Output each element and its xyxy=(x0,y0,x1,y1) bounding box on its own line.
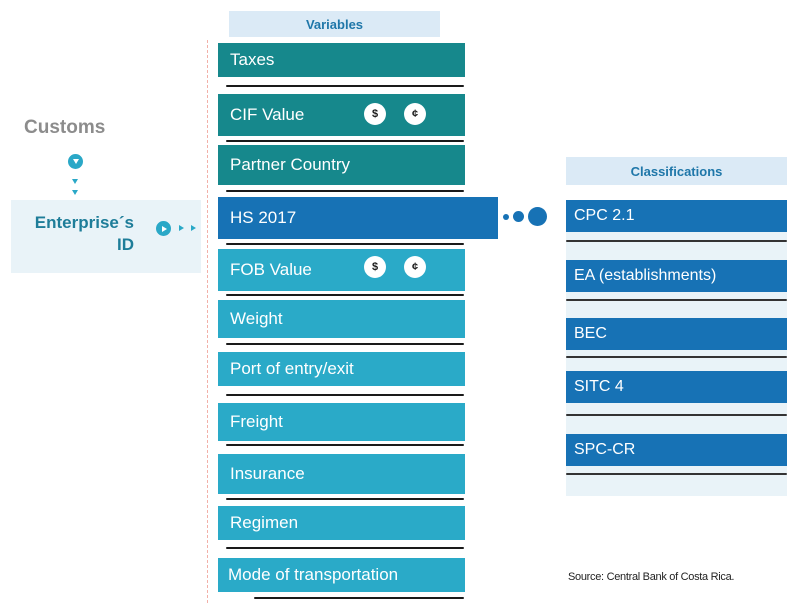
variables-header: Variables xyxy=(229,11,440,37)
arrow-head-icon xyxy=(179,225,184,231)
classification-spc-cr: SPC-CR xyxy=(566,434,787,466)
bar-shadow xyxy=(226,394,464,396)
down-arrow-icon xyxy=(68,154,83,169)
variable-label: Freight xyxy=(230,412,283,431)
variable-label: Weight xyxy=(230,309,283,328)
classification-bec: BEC xyxy=(566,318,787,350)
variable-label: Mode of transportation xyxy=(228,565,399,584)
variable-cif-value: CIF Value xyxy=(218,94,465,136)
connector-dot xyxy=(528,207,547,226)
bar-shadow xyxy=(226,343,464,345)
bar-shadow xyxy=(226,140,464,142)
enterprise-id-label: Enterprise´s ID xyxy=(16,212,134,256)
arrow-head-icon xyxy=(72,179,78,184)
bar-shadow xyxy=(226,444,464,446)
variable-fob-value: FOB Value xyxy=(218,249,465,291)
bar-shadow xyxy=(566,414,787,416)
classification-label: CPC 2.1 xyxy=(574,207,635,224)
dashed-separator xyxy=(207,40,208,603)
colon-currency-icon: ¢ xyxy=(404,256,426,278)
dollar-icon: $ xyxy=(364,103,386,125)
bar-shadow xyxy=(226,85,464,87)
bar-shadow xyxy=(226,294,464,296)
bar-shadow xyxy=(226,547,464,549)
classification-label: SPC-CR xyxy=(574,441,636,458)
connector-dot xyxy=(513,211,524,222)
classifications-header: Classifications xyxy=(566,157,787,185)
connector-dot xyxy=(503,214,509,220)
classification-label: BEC xyxy=(574,325,607,342)
right-arrow-icon xyxy=(156,221,171,236)
variable-label: Taxes xyxy=(230,50,275,69)
arrow-head-icon xyxy=(72,190,78,195)
enterprise-id-box xyxy=(11,200,201,273)
variable-insurance: Insurance xyxy=(218,454,465,494)
variable-label: Port of entry/exit xyxy=(230,359,354,378)
arrow-head-icon xyxy=(191,225,196,231)
variable-label: Regimen xyxy=(230,513,299,532)
bar-shadow xyxy=(254,597,464,599)
classification-label: SITC 4 xyxy=(574,378,624,395)
bar-shadow xyxy=(226,498,464,500)
classification-sitc-4: SITC 4 xyxy=(566,371,787,403)
variable-hs-2017: HS 2017 xyxy=(218,197,498,239)
variable-partner-country: Partner Country xyxy=(218,145,465,185)
enterprise-label-line1: Enterprise´s xyxy=(34,213,134,232)
bar-shadow xyxy=(226,243,464,245)
variable-label: Partner Country xyxy=(230,155,350,174)
variable-regimen: Regimen xyxy=(218,506,465,540)
variable-label: FOB Value xyxy=(230,260,312,279)
classification-ea: EA (establishments) xyxy=(566,260,787,292)
variable-label: CIF Value xyxy=(230,105,305,124)
source-note: Source: Central Bank of Costa Rica. xyxy=(568,571,735,583)
customs-label: Customs xyxy=(24,117,106,138)
variable-label: Insurance xyxy=(230,464,305,483)
dollar-icon: $ xyxy=(364,256,386,278)
bar-shadow xyxy=(566,356,787,358)
variable-port-of-entry-exit: Port of entry/exit xyxy=(218,352,465,386)
variable-taxes: Taxes xyxy=(218,43,465,77)
variable-weight: Weight xyxy=(218,300,465,338)
bar-shadow xyxy=(566,473,787,475)
bar-shadow xyxy=(566,240,787,242)
enterprise-label-line2: ID xyxy=(117,235,134,254)
variable-freight: Freight xyxy=(218,403,465,441)
bar-shadow xyxy=(226,190,464,192)
bar-shadow xyxy=(566,299,787,301)
colon-currency-icon: ¢ xyxy=(404,103,426,125)
classification-label: EA (establishments) xyxy=(574,267,717,284)
variable-label: HS 2017 xyxy=(230,208,297,227)
classification-cpc-2-1: CPC 2.1 xyxy=(566,200,787,232)
variable-mode-of-transportation: Mode of transportation xyxy=(218,558,465,592)
